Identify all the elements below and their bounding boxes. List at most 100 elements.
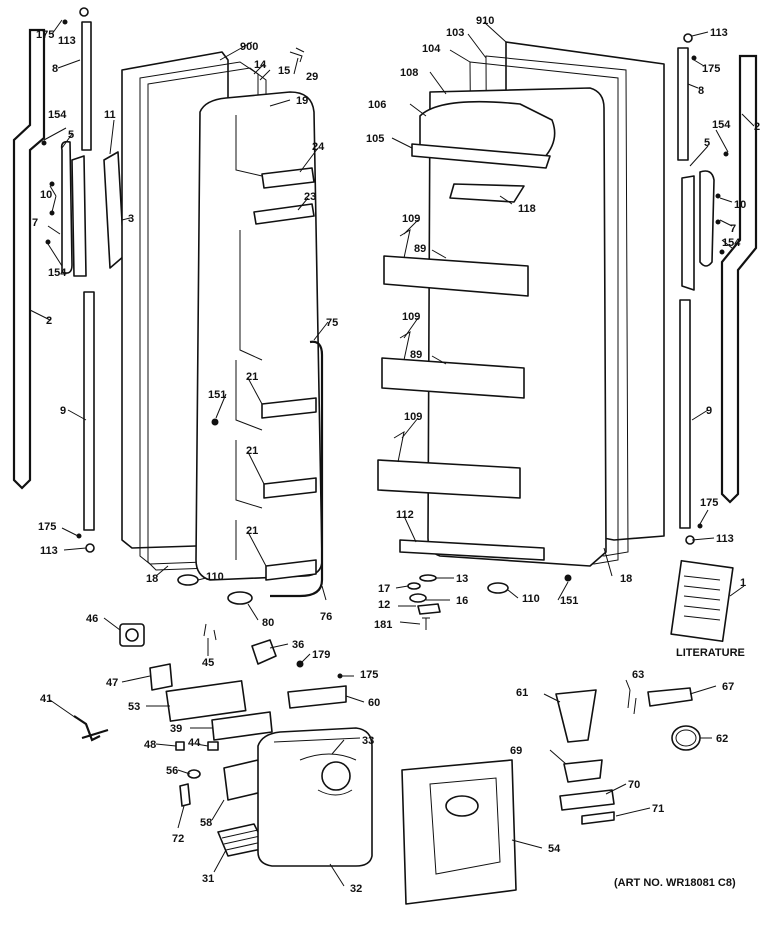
part-58-housing (223, 759, 263, 801)
label-175-top-left: 175 (36, 29, 54, 41)
part-31-grille-lines (221, 829, 263, 851)
fresh-food-door-group (377, 41, 665, 630)
label-41: 41 (40, 693, 52, 705)
part-46-knob (125, 628, 139, 642)
label-112: 112 (396, 509, 414, 521)
screw-154-right-b (719, 249, 725, 255)
trim-strip-8-right (677, 47, 689, 161)
part-69-bracket (563, 759, 603, 783)
label-69: 69 (510, 745, 522, 757)
door-bin-backwalls (393, 228, 411, 463)
part-16 (409, 593, 427, 603)
label-61: 61 (516, 687, 528, 699)
cap-113-top-right (683, 33, 693, 43)
label-63: 63 (632, 669, 644, 681)
label-113-top-right: 113 (710, 27, 728, 39)
dispenser-housing-32 (257, 727, 373, 867)
label-3: 3 (128, 213, 134, 225)
dispenser-housing-opening (321, 761, 351, 791)
part-53-panel (165, 680, 247, 722)
screw-154-lower-left (45, 239, 51, 245)
label-109-a: 109 (402, 213, 420, 225)
handle-bracket-7-left (71, 155, 87, 277)
screw-10-right-b (715, 219, 721, 225)
label-53: 53 (128, 701, 140, 713)
art-number: (ART NO. WR18081 C8) (614, 877, 736, 889)
label-113-bottom-left: 113 (40, 545, 58, 557)
freezer-door-trim-group (12, 7, 125, 553)
part-number-labels: 175 113 8 154 5 11 10 3 7 154 2 9 175 11… (32, 15, 760, 895)
label-31: 31 (202, 873, 214, 885)
trim-strip-9-right (679, 299, 691, 529)
label-154-left-upper: 154 (48, 109, 67, 121)
part-12 (417, 603, 441, 615)
label-19: 19 (296, 95, 308, 107)
label-9-right: 9 (706, 405, 712, 417)
screw-175-top-left (62, 19, 68, 25)
label-910: 910 (476, 15, 494, 27)
part-67-bracket (647, 687, 693, 707)
label-23: 23 (304, 191, 316, 203)
dispenser-housing-33-top (273, 737, 361, 796)
label-154-right-lower: 154 (722, 237, 741, 249)
freezer-liner-inner-wall (235, 115, 263, 560)
label-10-left: 10 (40, 189, 52, 201)
fresh-food-door-trim-group (670, 33, 758, 643)
freezer-shelf-21-b (263, 477, 317, 499)
label-11: 11 (104, 109, 116, 121)
label-72: 72 (172, 833, 184, 845)
label-2-right: 2 (754, 121, 760, 133)
label-900: 900 (240, 41, 258, 53)
label-8-right: 8 (698, 85, 704, 97)
part-56-clip (187, 769, 201, 779)
label-80: 80 (262, 617, 274, 629)
leader-lines (29, 19, 755, 887)
part-70-bracket (559, 789, 615, 811)
label-109-b: 109 (402, 311, 420, 323)
label-113-top-left: 113 (58, 35, 76, 47)
screw-10-a (49, 181, 55, 187)
label-15: 15 (278, 65, 290, 77)
egg-tray-118 (449, 183, 525, 203)
label-33: 33 (362, 735, 374, 747)
part-39-board (211, 711, 273, 741)
label-151-left: 151 (208, 389, 226, 401)
label-109-c: 109 (404, 411, 422, 423)
screw-154-upper-left (41, 140, 47, 146)
label-106: 106 (368, 99, 386, 111)
dispenser-cover-54-hole (445, 795, 479, 817)
label-48: 48 (144, 739, 156, 751)
label-21-b: 21 (246, 445, 258, 457)
label-18-left: 18 (146, 573, 158, 585)
dairy-compartment-106 (419, 100, 556, 159)
label-71: 71 (652, 803, 664, 815)
label-75: 75 (326, 317, 338, 329)
part-48-clip (175, 741, 185, 751)
part-36-actuator (251, 639, 277, 665)
label-175-top-right: 175 (702, 63, 720, 75)
label-108: 108 (400, 67, 418, 79)
part-110-right (487, 582, 509, 594)
label-32: 32 (350, 883, 362, 895)
freezer-shelf-24 (261, 167, 315, 189)
shelf-105 (411, 143, 551, 169)
label-154-right-upper: 154 (712, 119, 731, 131)
label-62: 62 (716, 733, 728, 745)
label-17: 17 (378, 583, 390, 595)
label-21-c: 21 (246, 525, 258, 537)
label-56: 56 (166, 765, 178, 777)
part-60-bar (287, 685, 347, 709)
label-7-left: 7 (32, 217, 38, 229)
label-175-lower: 175 (360, 669, 378, 681)
part-13 (419, 574, 437, 582)
door-bin-109-c (377, 459, 521, 499)
part-63-screws (627, 689, 637, 715)
leader-lines-left (29, 19, 329, 621)
label-47: 47 (106, 677, 118, 689)
label-89-a: 89 (414, 243, 426, 255)
cap-113-top-left (79, 7, 89, 17)
label-44: 44 (188, 737, 201, 749)
screw-175-bottom-right (697, 523, 703, 529)
cap-113-bottom-left (85, 543, 95, 553)
